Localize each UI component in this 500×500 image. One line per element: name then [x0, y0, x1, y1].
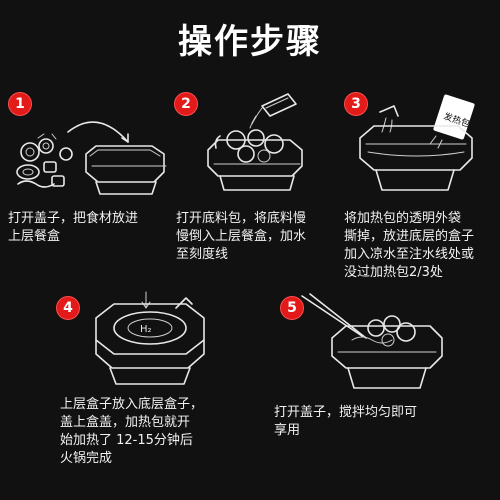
food-box-icon [207, 129, 303, 191]
food-box-icon [331, 315, 443, 389]
ingredients-icon [16, 133, 73, 188]
step-1-illustration [16, 121, 167, 195]
step-4-description: 上层盒子放入底层盒子， 盖上盒盖，加热包就开 始加热了 12-15分钟后 火锅完… [60, 397, 204, 466]
step-1-number-badge: 1 [8, 92, 32, 116]
lid-icon: H₂ [95, 303, 205, 355]
step-3-description: 将加热包的透明外袋 撕掉，放进底层的盒子 加入凉水至注水线处或 没过加热包2/3… [344, 211, 475, 280]
step-2-illustration [207, 93, 303, 191]
chopsticks-icon [301, 295, 363, 337]
lower-box-icon [359, 125, 473, 191]
step-1-description: 打开盖子，把食材放进 上层餐盒 [8, 211, 139, 244]
water-spout-icon [379, 105, 399, 117]
step-4-illustration: H₂ [95, 291, 205, 385]
step-5-description: 打开盖子，搅拌均匀即可 享用 [274, 405, 418, 438]
food-box-icon [85, 145, 167, 195]
lid-marking: H₂ [140, 324, 152, 335]
step-3-number-badge: 3 [344, 92, 368, 116]
step-2-description: 打开底料包，将底料慢 慢倒入上层餐盒，加水 至刻度线 [176, 211, 307, 262]
step-5-number-badge: 5 [280, 296, 304, 320]
seasoning-packet-icon [249, 93, 297, 129]
step-3-illustration: 发热包 [359, 94, 475, 191]
step-2-number-badge: 2 [174, 92, 198, 116]
step-5-illustration [301, 293, 443, 389]
arrow-icon [67, 121, 129, 143]
down-arrow-icon [141, 291, 151, 309]
heating-pack-icon: 发热包 [429, 94, 475, 149]
step-4-number-badge: 4 [56, 296, 80, 320]
page-title: 操作步骤 [178, 22, 322, 62]
